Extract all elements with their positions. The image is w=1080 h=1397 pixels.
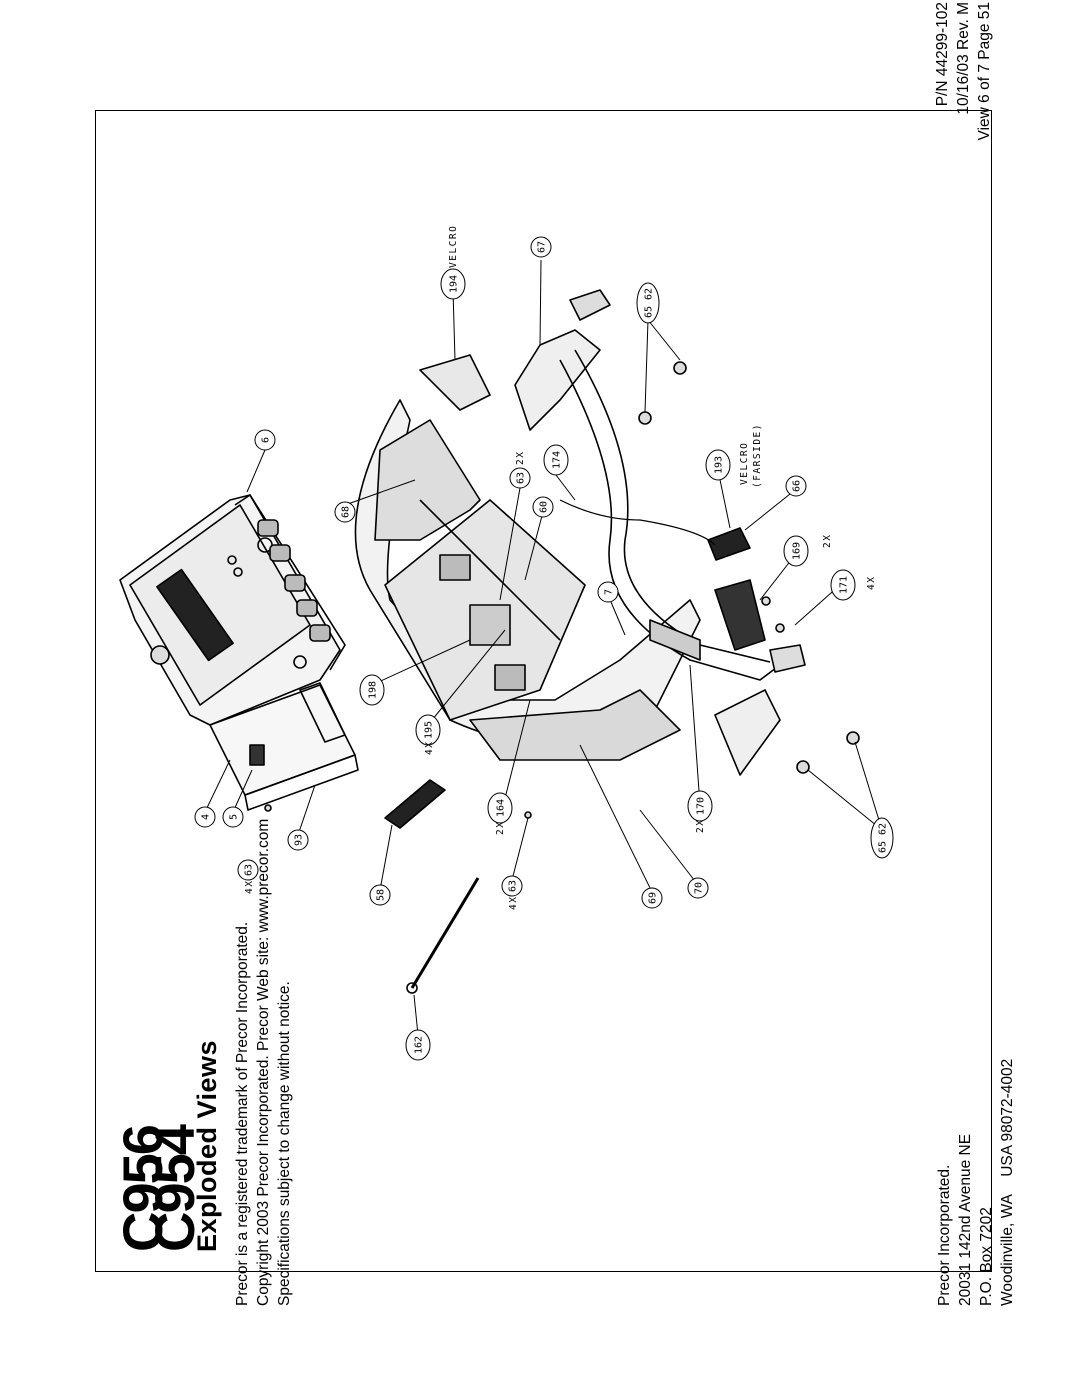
svg-text:58: 58: [376, 889, 387, 901]
svg-text:6: 6: [261, 437, 272, 443]
svg-text:169: 169: [792, 542, 803, 560]
callout-63: 63: [509, 467, 531, 489]
svg-text:93: 93: [294, 834, 305, 846]
note-2x-169: 2X: [822, 534, 833, 548]
heart-rate-grip: [714, 579, 766, 651]
view-page: View 6 of 7 Page 51: [976, 2, 993, 141]
callout-6: 6: [254, 429, 276, 451]
callout-93: 93: [287, 829, 309, 851]
callout-174: 174: [543, 444, 569, 476]
callout-4: 4: [194, 806, 216, 828]
callout-193: 193: [705, 449, 731, 481]
street-address: 20031 142nd Avenue NE: [957, 1133, 974, 1306]
city-line: Woodinville, WA USA 98072-4002: [997, 1059, 1018, 1306]
po-box: P.O. Box 7202: [978, 1207, 995, 1306]
svg-text:63: 63: [244, 864, 255, 876]
circuit-board: [209, 682, 359, 811]
country-zip: USA 98072-4002: [999, 1058, 1016, 1177]
note-4x-63: 4X: [244, 880, 255, 894]
copyright-line: Copyright 2003 Precor Incorporated. Prec…: [255, 818, 272, 1306]
callout-62-65-bottom: 62 65: [870, 817, 894, 859]
page-title: Exploded Views: [192, 1039, 222, 1252]
svg-text:65: 65: [878, 841, 889, 853]
company-address: Precor Incorporated. 20031 142nd Avenue …: [934, 1059, 1018, 1306]
document-info: P/N 44299-102 10/16/03 Rev. M View 6 of …: [932, 2, 995, 202]
svg-text:7: 7: [604, 589, 615, 595]
svg-text:65: 65: [644, 306, 655, 318]
part-number: P/N 44299-102: [934, 2, 951, 107]
sensor-plug: [707, 527, 751, 561]
note-velcro-far: VELCRO: [739, 442, 750, 485]
leader-lines: [204, 259, 883, 1036]
svg-text:164: 164: [496, 799, 507, 817]
callout-169: 169: [783, 535, 809, 567]
callout-194: 194: [440, 268, 466, 300]
callout-67: 67: [530, 236, 552, 258]
svg-text:170: 170: [696, 797, 707, 815]
console-housing: [119, 494, 346, 726]
callout-195: 195: [415, 714, 441, 746]
svg-text:194: 194: [449, 275, 460, 293]
callout-7: 7: [597, 581, 619, 603]
callout-58: 58: [369, 884, 391, 906]
svg-text:4: 4: [201, 814, 212, 820]
note-2x-164: 2X: [495, 821, 506, 835]
svg-text:198: 198: [368, 681, 379, 699]
city-state: Woodinville, WA: [999, 1194, 1016, 1306]
title-block: C956 C954 Exploded Views: [111, 1039, 223, 1252]
callout-198: 198: [359, 674, 385, 706]
date-revision: 10/16/03 Rev. M: [955, 2, 972, 115]
drawing-frame: [95, 110, 992, 1272]
callout-164: 164: [487, 792, 513, 824]
callout-63-4x: 63: [237, 859, 259, 881]
callout-171: 171: [830, 569, 856, 601]
callout-170: 170: [687, 790, 713, 822]
callout-70: 70: [687, 877, 709, 899]
svg-text:68: 68: [341, 506, 352, 518]
svg-text:66: 66: [792, 480, 803, 492]
legal-notice: Precor is a registered trademark of Prec…: [232, 819, 295, 1306]
note-farside: (FARSIDE): [752, 423, 763, 488]
ribbon-cable: [384, 779, 446, 829]
note-2x-63: 2X: [515, 451, 526, 465]
note-4x-171: 4X: [866, 576, 877, 590]
svg-text:60: 60: [539, 501, 550, 513]
svg-text:62: 62: [878, 823, 889, 835]
svg-text:70: 70: [694, 882, 705, 894]
company-name: Precor Incorporated.: [936, 1164, 953, 1306]
trademark-line: Precor is a registered trademark of Prec…: [234, 921, 251, 1306]
callout-60: 60: [532, 496, 554, 518]
callout-69: 69: [641, 887, 663, 909]
fasteners: [264, 361, 860, 819]
note-4x-195: 4X: [424, 741, 435, 755]
svg-text:63: 63: [508, 880, 519, 892]
callout-63-4x-b: 63: [501, 875, 523, 897]
note-2x-170: 2X: [695, 819, 706, 833]
note-4x-63-b: 4X: [508, 896, 519, 910]
svg-text:174: 174: [552, 451, 563, 469]
svg-text:171: 171: [839, 576, 850, 594]
model-c954: C954: [143, 1126, 206, 1252]
ground-cable: [410, 877, 480, 989]
svg-text:195: 195: [424, 721, 435, 739]
svg-text:162: 162: [414, 1036, 425, 1054]
callout-68: 68: [334, 501, 356, 523]
svg-text:5: 5: [229, 814, 240, 820]
callout-62-65-top: 62 65: [636, 282, 660, 324]
note-velcro-top: VELCRO: [448, 225, 459, 268]
shroud-assembly: [354, 354, 701, 761]
callout-66: 66: [785, 475, 807, 497]
handlebar-assembly: [514, 289, 806, 776]
svg-text:69: 69: [648, 892, 659, 904]
svg-text:62: 62: [644, 288, 655, 300]
svg-text:63: 63: [516, 472, 527, 484]
specifications-line: Specifications subject to change without…: [276, 981, 293, 1306]
callout-162: 162: [405, 1029, 431, 1061]
svg-text:193: 193: [714, 456, 725, 474]
callout-5: 5: [222, 806, 244, 828]
svg-text:67: 67: [537, 241, 548, 253]
